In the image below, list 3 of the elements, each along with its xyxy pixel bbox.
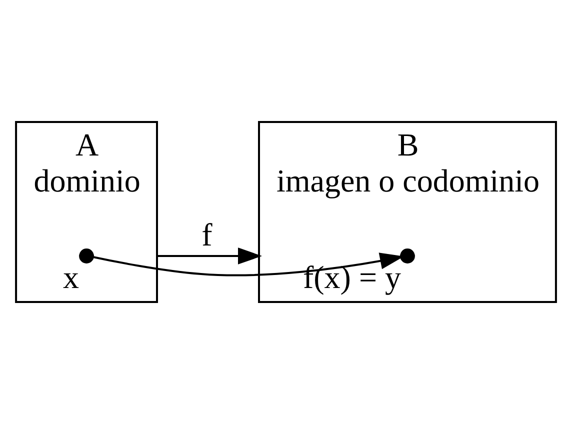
node-label: x	[63, 259, 80, 296]
node-label: f(x) = y	[302, 259, 402, 296]
edge-label: f	[202, 216, 212, 253]
